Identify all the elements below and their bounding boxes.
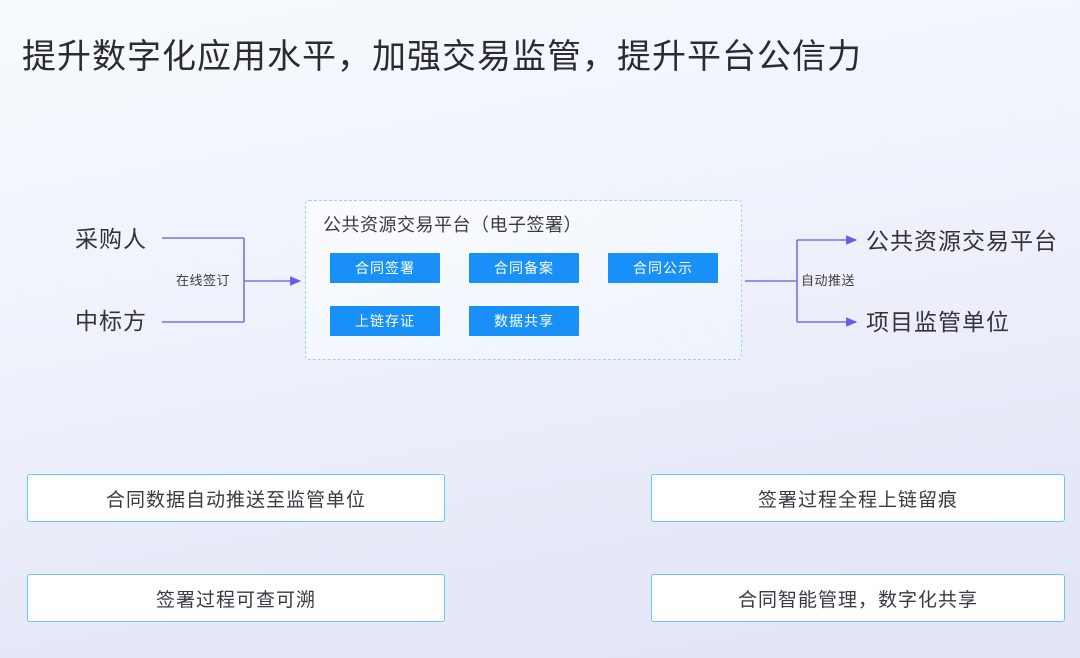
actor-purchaser: 采购人 (75, 226, 147, 252)
destination-project-regulator: 项目监管单位 (866, 309, 1010, 335)
benefit-box-traceable-signing: 签署过程可查可溯 (27, 574, 445, 622)
chip-contract-signing[interactable]: 合同签署 (330, 253, 440, 283)
chip-contract-publicity[interactable]: 合同公示 (608, 253, 718, 283)
platform-chip-row-1: 合同签署 合同备案 合同公示 (330, 253, 718, 283)
destination-public-resource-platform: 公共资源交易平台 (866, 228, 1058, 254)
platform-panel-title: 公共资源交易平台（电子签署） (323, 215, 582, 235)
chip-chain-evidence[interactable]: 上链存证 (330, 306, 440, 336)
page-title: 提升数字化应用水平，加强交易监管，提升平台公信力 (22, 38, 862, 76)
actor-bidder: 中标方 (75, 308, 147, 334)
chip-data-sharing[interactable]: 数据共享 (469, 306, 579, 336)
benefit-box-smart-contract-management: 合同智能管理，数字化共享 (651, 574, 1065, 622)
benefit-box-auto-push-to-regulator: 合同数据自动推送至监管单位 (27, 474, 445, 522)
platform-panel: 公共资源交易平台（电子签署） 合同签署 合同备案 合同公示 上链存证 数据共享 (305, 200, 742, 360)
edge-label-online-signing: 在线签订 (176, 273, 231, 288)
platform-chip-row-2: 上链存证 数据共享 (330, 306, 579, 336)
chip-contract-filing[interactable]: 合同备案 (469, 253, 579, 283)
benefit-box-full-chain-trace: 签署过程全程上链留痕 (651, 474, 1065, 522)
edge-label-auto-push: 自动推送 (801, 273, 856, 288)
